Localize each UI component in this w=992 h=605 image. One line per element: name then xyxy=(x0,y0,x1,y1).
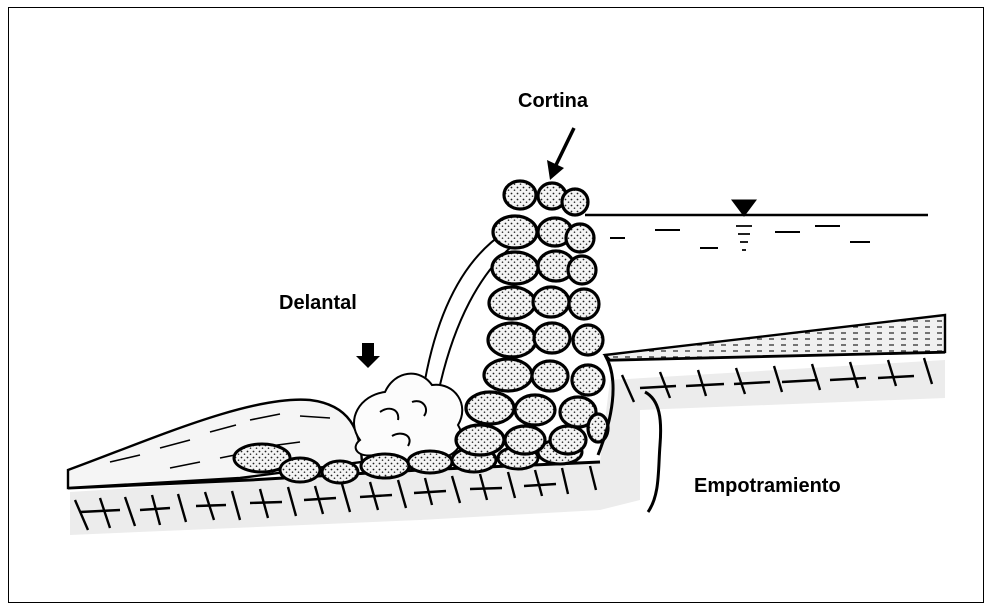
gabion-curtain xyxy=(456,181,608,455)
cortina-arrow xyxy=(547,128,574,180)
empotramiento-label: Empotramiento xyxy=(694,475,841,498)
embedment-bracket xyxy=(645,392,661,512)
water-surface xyxy=(585,200,928,250)
upstream-sediment xyxy=(605,315,945,360)
delantal-label: Delantal xyxy=(279,292,357,315)
delantal-arrow xyxy=(356,343,380,368)
cortina-label: Cortina xyxy=(518,90,588,113)
splash xyxy=(354,374,462,466)
